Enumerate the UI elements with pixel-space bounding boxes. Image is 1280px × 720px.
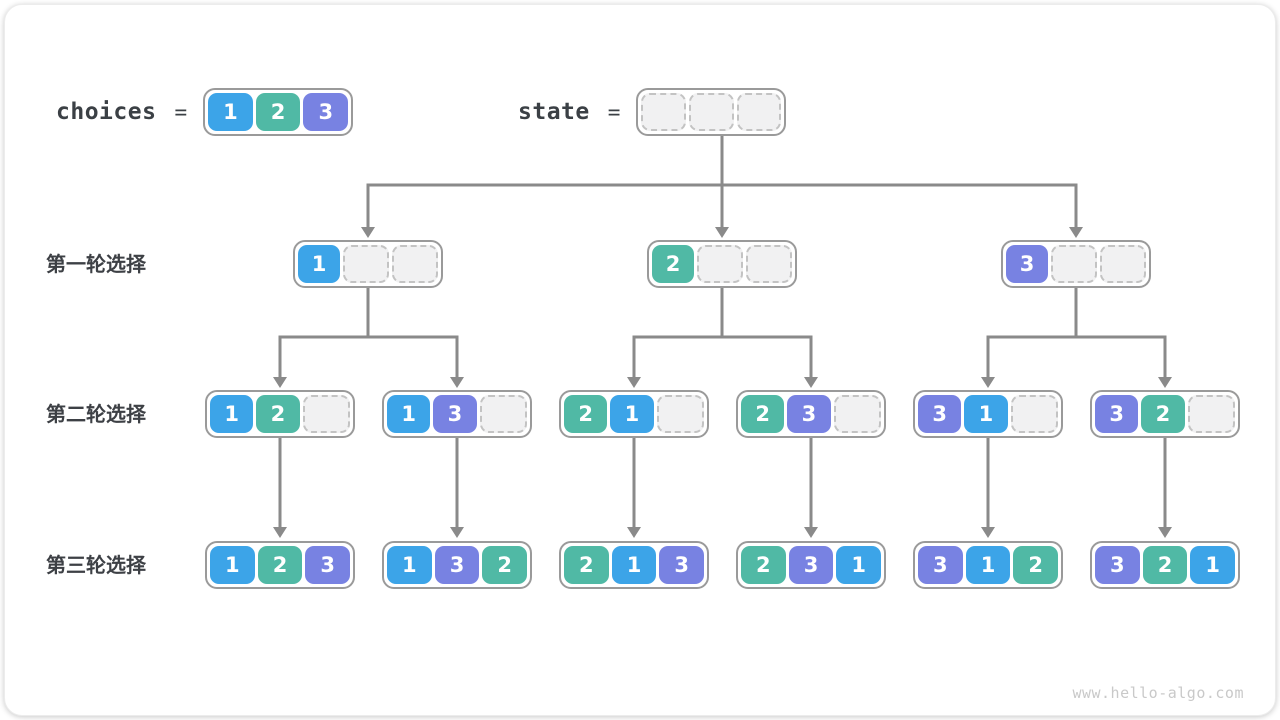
array-cell-empty bbox=[697, 245, 743, 283]
array-cell-3: 3 bbox=[918, 546, 963, 584]
array-cell-3: 3 bbox=[1095, 395, 1139, 433]
array-cell-1: 1 bbox=[611, 546, 657, 584]
array-cell-2: 2 bbox=[652, 245, 694, 283]
array-cell-3: 3 bbox=[1095, 546, 1140, 584]
array-cell-2: 2 bbox=[1142, 546, 1188, 584]
choices-label: choices bbox=[56, 99, 157, 125]
array-cell-3: 3 bbox=[433, 395, 477, 433]
array-cell-empty bbox=[641, 93, 687, 131]
array-cell-1: 1 bbox=[610, 395, 654, 433]
array-cell-empty bbox=[746, 245, 792, 283]
array-cell-empty bbox=[1010, 395, 1058, 433]
watermark: www.hello-algo.com bbox=[1072, 684, 1244, 702]
array-cell-empty bbox=[833, 395, 881, 433]
array-cell-3: 3 bbox=[787, 395, 831, 433]
array-cell-2: 2 bbox=[255, 93, 301, 131]
array-cell-1: 1 bbox=[964, 395, 1008, 433]
state-array bbox=[636, 88, 787, 136]
equals-sign: = bbox=[607, 100, 621, 124]
array-cell-empty bbox=[343, 245, 389, 283]
array-cell-3: 3 bbox=[659, 546, 705, 584]
array-node: 3 bbox=[1001, 240, 1151, 288]
array-cell-1: 1 bbox=[836, 546, 882, 584]
array-cell-empty bbox=[302, 395, 350, 433]
array-cell-1: 1 bbox=[387, 395, 431, 433]
round-label-1: 第一轮选择 bbox=[46, 251, 146, 276]
array-cell-3: 3 bbox=[434, 546, 480, 584]
array-cell-1: 1 bbox=[210, 395, 254, 433]
array-cell-empty bbox=[736, 93, 782, 131]
array-cell-3: 3 bbox=[1006, 245, 1048, 283]
array-cell-2: 2 bbox=[482, 546, 528, 584]
equals-sign: = bbox=[174, 100, 188, 124]
array-cell-2: 2 bbox=[1013, 546, 1059, 584]
round-label-2: 第二轮选择 bbox=[46, 401, 146, 426]
array-cell-1: 1 bbox=[298, 245, 340, 283]
array-cell-2: 2 bbox=[564, 395, 608, 433]
array-cell-2: 2 bbox=[256, 395, 300, 433]
array-node: 1 bbox=[293, 240, 443, 288]
array-cell-1: 1 bbox=[1190, 546, 1236, 584]
state-assignment: state = bbox=[518, 88, 787, 136]
array-cell-2: 2 bbox=[564, 546, 609, 584]
round-label-3: 第三轮选择 bbox=[46, 552, 146, 577]
array-cell-3: 3 bbox=[305, 546, 351, 584]
array-cell-2: 2 bbox=[257, 546, 303, 584]
array-cell-2: 2 bbox=[741, 546, 786, 584]
array-cell-empty bbox=[479, 395, 527, 433]
array-cell-1: 1 bbox=[208, 93, 253, 131]
state-label: state bbox=[518, 99, 590, 125]
array-cell-empty bbox=[392, 245, 438, 283]
array-cell-empty bbox=[656, 395, 704, 433]
array-cell-empty bbox=[689, 93, 734, 131]
array-cell-1: 1 bbox=[965, 546, 1011, 584]
array-cell-3: 3 bbox=[303, 93, 349, 131]
array-cell-empty bbox=[1187, 395, 1235, 433]
array-cell-1: 1 bbox=[387, 546, 432, 584]
array-cell-empty bbox=[1100, 245, 1146, 283]
array-node: 2 bbox=[647, 240, 797, 288]
array-cell-2: 2 bbox=[741, 395, 785, 433]
array-cell-1: 1 bbox=[210, 546, 255, 584]
array-cell-2: 2 bbox=[1141, 395, 1185, 433]
array-cell-empty bbox=[1051, 245, 1097, 283]
array-cell-3: 3 bbox=[918, 395, 962, 433]
array-cell-3: 3 bbox=[788, 546, 834, 584]
